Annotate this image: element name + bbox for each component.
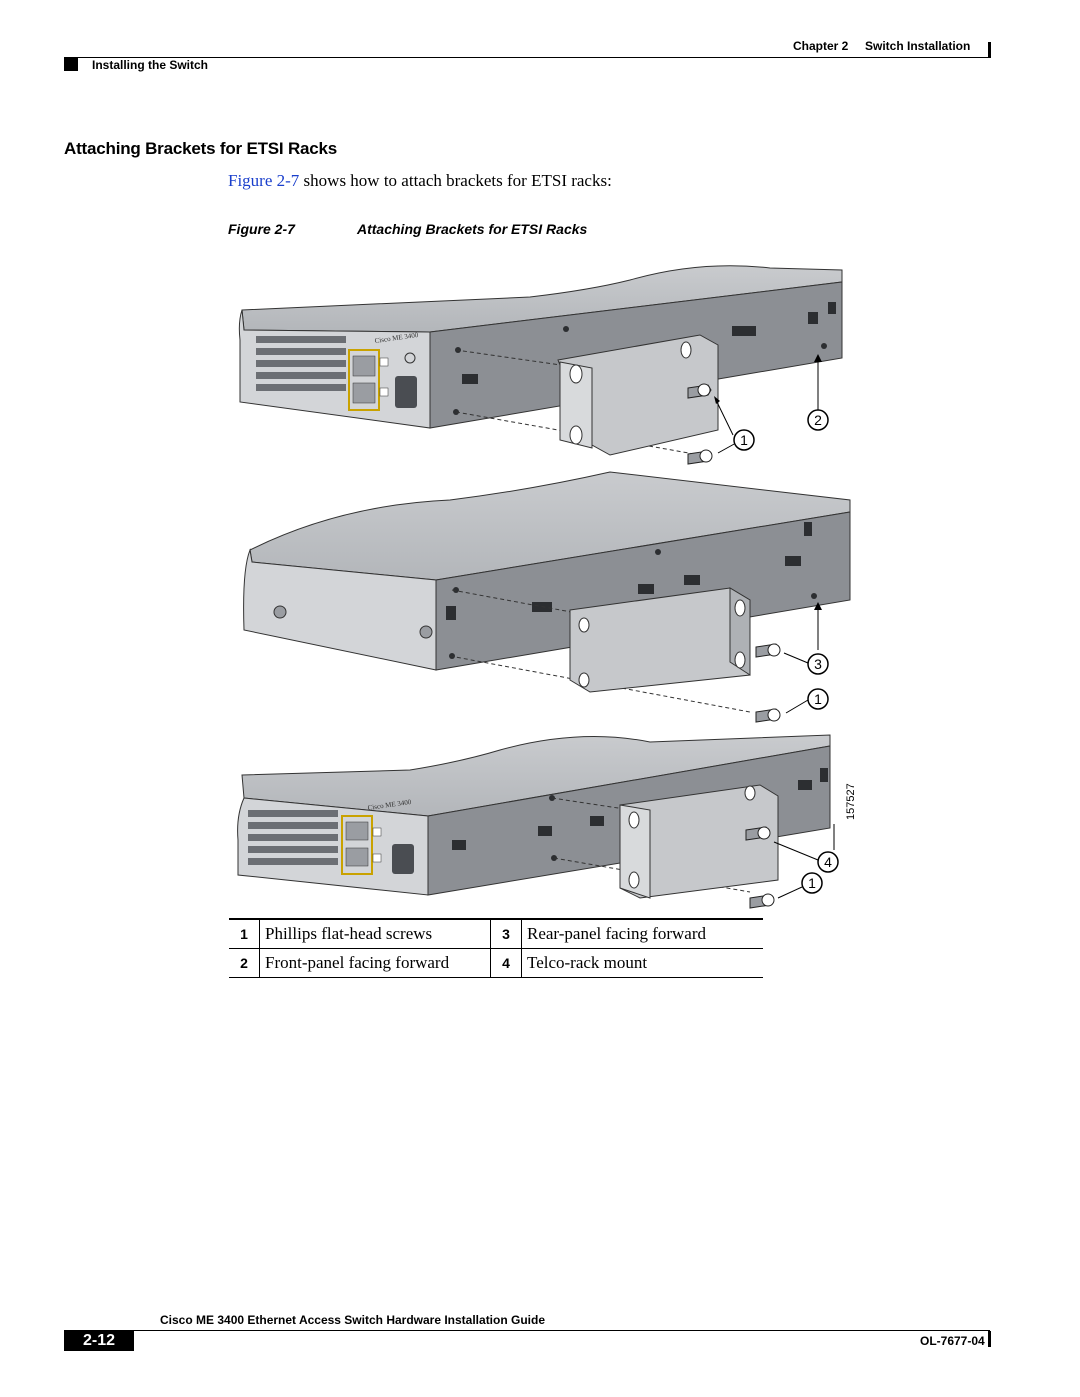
header-rule	[64, 57, 990, 58]
legend-num: 3	[490, 918, 522, 949]
legend-num: 1	[229, 918, 260, 949]
header-square	[64, 57, 78, 71]
switch-front-panel-forward: Cisco ME 3400	[238, 265, 843, 465]
section-title: Attaching Brackets for ETSI Racks	[64, 139, 338, 158]
callout-1b: 1	[814, 691, 822, 707]
page-number: 2-12	[64, 1331, 134, 1351]
footer-bar	[988, 1331, 991, 1347]
switch-rear-panel-forward	[243, 471, 851, 723]
intro-text: shows how to attach brackets for ETSI ra…	[299, 171, 612, 190]
callout-3-group: 3	[807, 653, 829, 675]
legend-text: Telco-rack mount	[521, 948, 763, 978]
footer-doc-number: OL-7677-04	[920, 1334, 985, 1348]
legend-row: 2 Front-panel facing forward 4 Telco-rac…	[229, 948, 763, 978]
intro-paragraph: Figure 2-7 shows how to attach brackets …	[228, 171, 612, 191]
callout-2-group: 2	[807, 409, 829, 431]
callout-4: 4	[824, 854, 832, 870]
legend-row: 1 Phillips flat-head screws 3 Rear-panel…	[229, 918, 763, 949]
callout-1c: 1	[808, 875, 816, 891]
legend-table: 1 Phillips flat-head screws 3 Rear-panel…	[229, 918, 763, 978]
header-bar	[988, 42, 991, 58]
art-id: 157527	[845, 783, 857, 820]
legend-text: Phillips flat-head screws	[259, 918, 491, 949]
callout-1c-group: 1	[801, 872, 823, 894]
callout-1b-group: 1	[807, 688, 829, 710]
figure-title: Attaching Brackets for ETSI Racks	[357, 221, 588, 237]
legend-text: Front-panel facing forward	[259, 948, 491, 978]
legend-num: 2	[229, 948, 260, 978]
callout-4-group: 4	[817, 851, 839, 873]
callout-3: 3	[814, 656, 822, 672]
figure-link[interactable]: Figure 2-7	[228, 171, 300, 190]
header-chapter: Chapter 2	[793, 39, 849, 53]
callout-1a: 1	[740, 432, 748, 448]
legend-text: Rear-panel facing forward	[521, 918, 763, 949]
switch-telco-rack-mount: Cisco ME 3400	[237, 734, 835, 909]
callout-2: 2	[814, 412, 822, 428]
footer-doc-title: Cisco ME 3400 Ethernet Access Switch Har…	[160, 1313, 546, 1327]
header-section: Installing the Switch	[92, 58, 209, 72]
figure-label: Figure 2-7	[228, 221, 295, 237]
footer-rule	[64, 1330, 990, 1331]
header-chapter-title: Switch Installation	[865, 39, 971, 53]
callout-1a-group: 1	[733, 429, 755, 451]
legend-num: 4	[490, 948, 522, 978]
etsi-bracket-illustration: Cisco ME 3400 2 1	[237, 265, 857, 909]
